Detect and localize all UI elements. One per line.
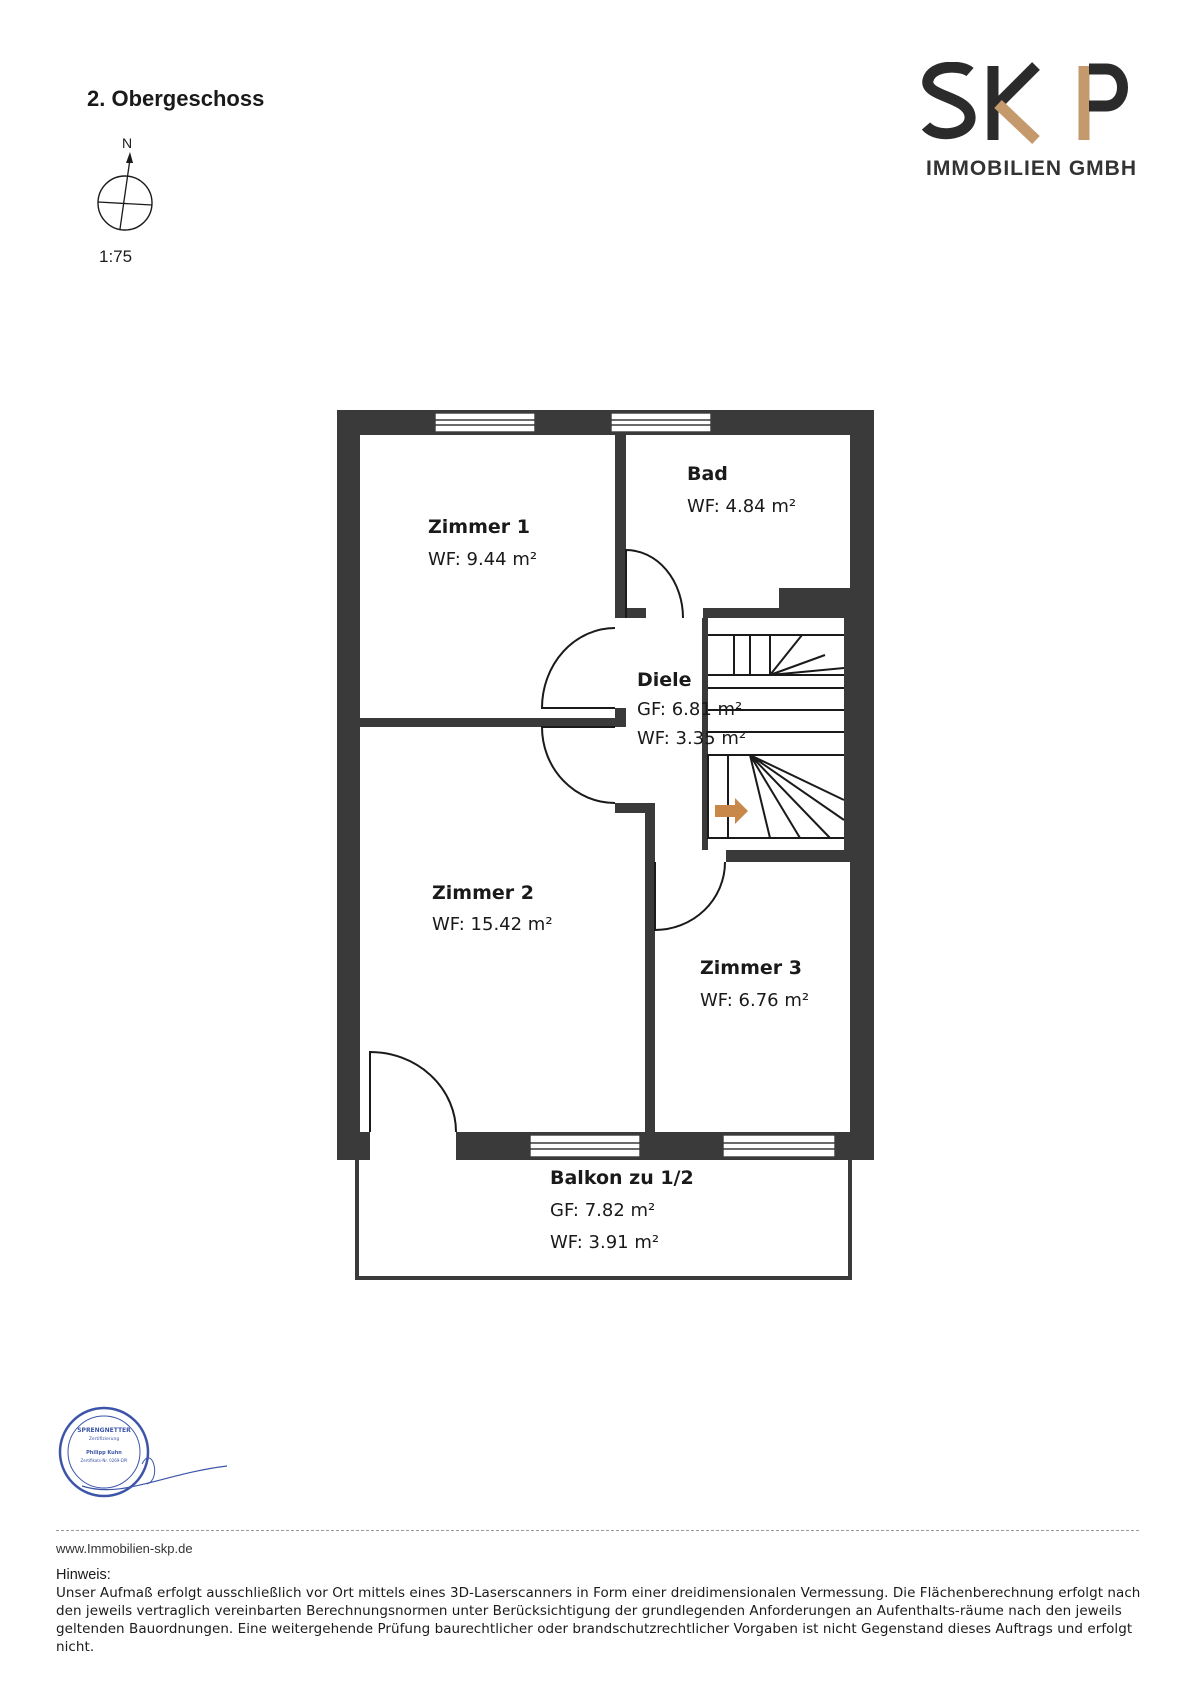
scale-label: 1:75 bbox=[99, 247, 133, 266]
room-name: Zimmer 3 bbox=[700, 957, 802, 979]
room-zimmer-1: Zimmer 1 WF: 9.44 m² bbox=[428, 516, 537, 570]
room-name: Diele bbox=[637, 669, 692, 691]
room-area: GF: 6.81 m² bbox=[637, 699, 742, 720]
room-area: WF: 3.91 m² bbox=[550, 1232, 659, 1253]
room-area: GF: 7.82 m² bbox=[550, 1200, 655, 1221]
room-area: WF: 6.76 m² bbox=[700, 990, 809, 1011]
room-name: Zimmer 2 bbox=[432, 882, 534, 904]
floor-title: 2. Obergeschoss bbox=[87, 86, 265, 111]
footer-divider bbox=[56, 1530, 1139, 1531]
room-diele: Diele GF: 6.81 m² WF: 3.35 m² bbox=[637, 669, 746, 749]
room-area: WF: 3.35 m² bbox=[637, 728, 746, 749]
room-name: Zimmer 1 bbox=[428, 516, 530, 538]
seal-name: Philipp Kuhn bbox=[86, 1450, 122, 1456]
note-text: Unser Aufmaß erfolgt ausschließlich vor … bbox=[56, 1585, 1141, 1655]
windows bbox=[434, 412, 836, 1158]
room-balkon: Balkon zu 1/2 GF: 7.82 m² WF: 3.91 m² bbox=[550, 1167, 694, 1253]
footer-note: Hinweis: Unser Aufmaß erfolgt ausschließ… bbox=[56, 1566, 1146, 1656]
seal-cert: Zertifikats-Nr. 0269-DPI bbox=[81, 1458, 128, 1463]
compass-north-label: N bbox=[122, 137, 132, 151]
seal-top-text: SPRENGNETTER bbox=[77, 1427, 131, 1434]
room-name: Balkon zu 1/2 bbox=[550, 1167, 694, 1189]
seal-line: Zertifizierung bbox=[89, 1436, 119, 1442]
footer-website-link[interactable]: www.Immobilien-skp.de bbox=[56, 1541, 193, 1556]
room-name: Bad bbox=[687, 463, 728, 485]
room-area: WF: 9.44 m² bbox=[428, 549, 537, 570]
room-zimmer-2: Zimmer 2 WF: 15.42 m² bbox=[432, 882, 553, 935]
note-heading: Hinweis: bbox=[56, 1567, 111, 1583]
door-swings bbox=[369, 548, 726, 1133]
room-area: WF: 15.42 m² bbox=[432, 914, 553, 935]
stair-direction-arrow bbox=[715, 798, 748, 824]
staircase bbox=[707, 634, 845, 839]
room-zimmer-3: Zimmer 3 WF: 6.76 m² bbox=[700, 957, 809, 1011]
floor-plan: Zimmer 1 WF: 9.44 m² Bad WF: 4.84 m² Die… bbox=[337, 410, 874, 1280]
logo-subtitle: IMMOBILIEN GMBH bbox=[926, 157, 1137, 180]
certification-seal: SPRENGNETTER Zertifizierung Philipp Kuhn… bbox=[58, 1406, 228, 1498]
room-bad: Bad WF: 4.84 m² bbox=[687, 463, 796, 517]
skp-logo bbox=[921, 62, 1128, 144]
compass-icon: N bbox=[97, 137, 153, 231]
room-area: WF: 4.84 m² bbox=[687, 496, 796, 517]
